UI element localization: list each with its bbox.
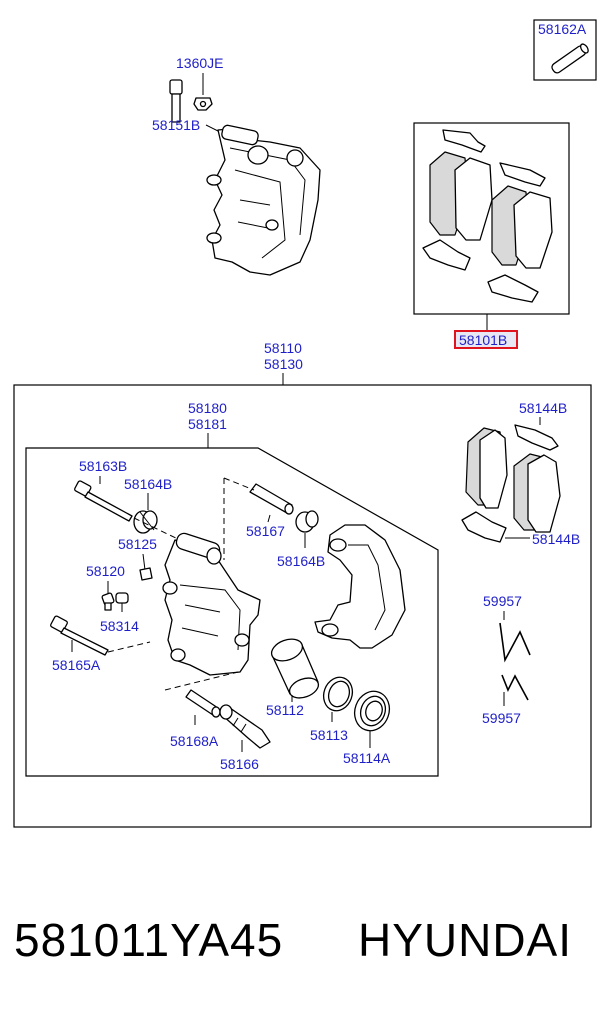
caliper-carrier-bracket[interactable] [314,524,406,649]
part-58112[interactable] [269,635,322,701]
label-58112: 58112 [266,702,304,718]
label-58125: 58125 [118,536,157,552]
label-58144B-bottom: 58144B [532,531,580,547]
part-58144B-pads[interactable] [465,427,561,533]
part-58151B[interactable] [169,79,183,123]
label-58130: 58130 [264,356,303,372]
label-58165A: 58165A [52,657,101,673]
part-58168A[interactable] [185,689,221,718]
part-58164B-top[interactable] [133,510,158,534]
part-58165A[interactable] [50,615,109,656]
label-58314: 58314 [100,618,139,634]
pad-kit-frame [413,122,570,315]
label-58168A: 58168A [170,733,219,749]
label-59957-bottom: 59957 [482,710,521,726]
brand-text: HYUNDAI [358,914,573,966]
label-58120: 58120 [86,563,125,579]
part-number-text: 581011YA45 [14,914,284,966]
part-58120[interactable] [101,592,115,611]
part-58162A[interactable]: 58162A [533,19,597,81]
label-58113: 58113 [310,727,348,743]
pad-kit-58101B[interactable] [422,129,553,303]
label-58110: 58110 [264,340,302,356]
label-58114A: 58114A [343,750,391,766]
part-59957-bottom[interactable] [501,674,529,701]
part-1360JE[interactable] [193,97,213,111]
label-58162A: 58162A [538,21,587,37]
caliper-body[interactable] [162,532,261,676]
part-58125[interactable] [139,567,153,581]
label-58166: 58166 [220,756,259,772]
part-58164B-mid[interactable] [295,510,319,533]
label-58180: 58180 [188,400,227,416]
label-59957-top: 59957 [483,593,522,609]
label-58163B: 58163B [79,458,127,474]
part-58144B-clip-top[interactable] [514,424,559,451]
label-58144B-top: 58144B [519,400,567,416]
caliper-assembly-top[interactable] [206,124,321,276]
part-58114A[interactable] [349,686,395,735]
label-1360JE: 1360JE [176,55,223,71]
label-58164B-top: 58164B [124,476,172,492]
part-58144B-clip-bottom[interactable] [461,511,507,543]
highlight-58101B[interactable] [454,330,518,349]
part-58163B[interactable] [74,480,133,522]
part-58166[interactable] [219,704,271,749]
part-58167[interactable] [249,483,294,515]
label-58164B-mid: 58164B [277,553,325,569]
label-58167: 58167 [246,523,285,539]
label-58101B: 58101B [459,332,507,348]
part-59957-top[interactable] [499,622,531,663]
label-58181: 58181 [188,416,227,432]
part-58113[interactable] [319,673,357,715]
assembly-frame-58110 [13,384,592,828]
caliper-subframe-58180 [25,447,439,777]
part-58314[interactable] [115,592,129,604]
label-58151B: 58151B [152,117,200,133]
